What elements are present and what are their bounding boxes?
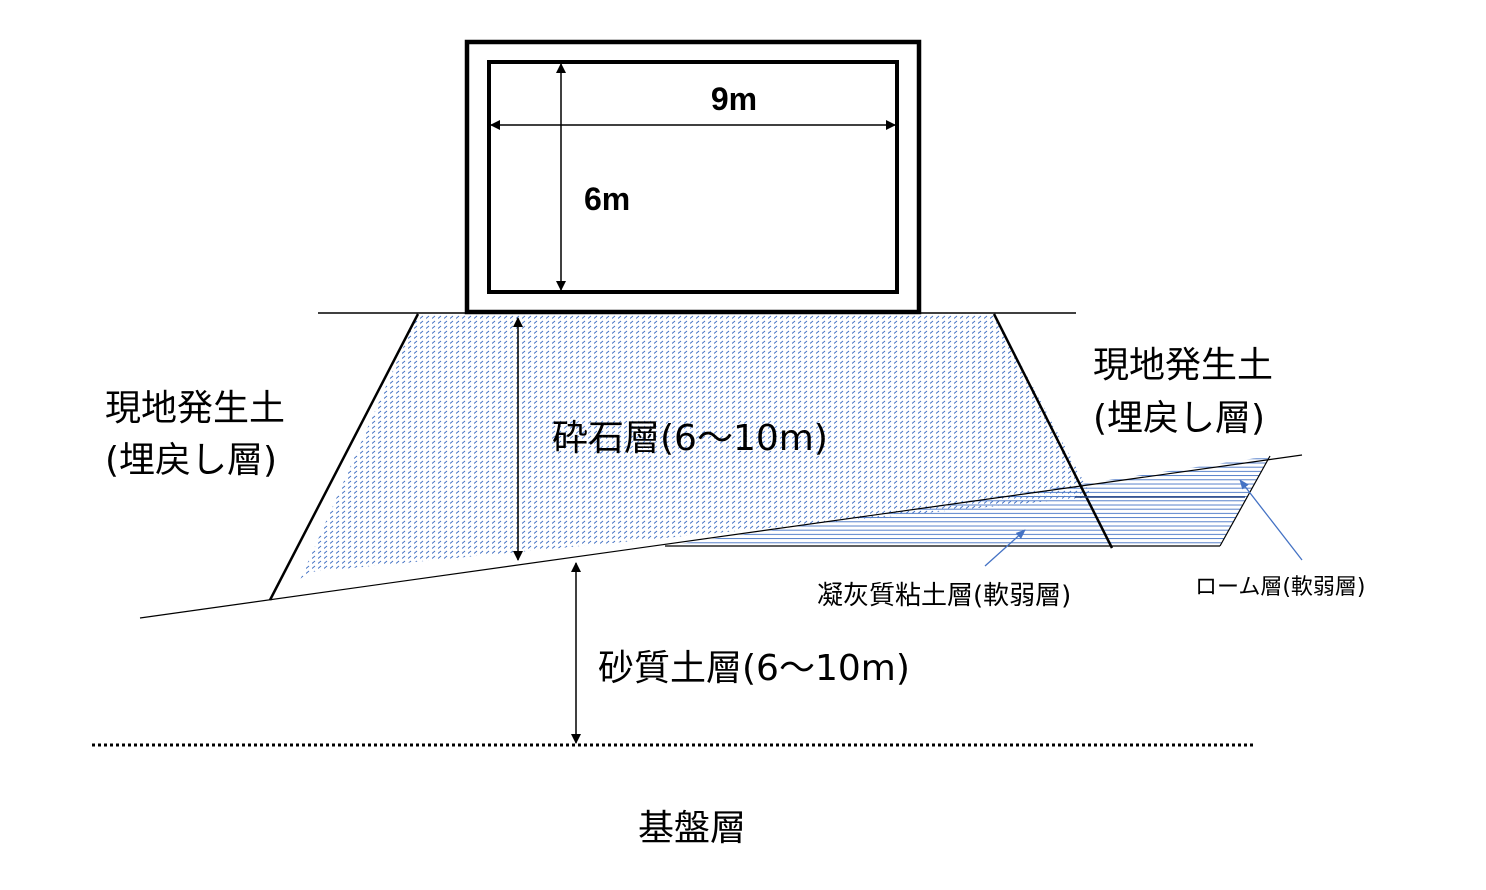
- tuff-clay-layer-label: 凝灰質粘土層(軟弱層): [817, 581, 1071, 611]
- height-dimension-label: 6m: [584, 181, 630, 217]
- trench-left-slope: [268, 313, 420, 601]
- loam-layer-label: ローム層(軟弱層): [1195, 575, 1366, 600]
- sandy-soil-top-boundary: [139, 454, 1303, 619]
- loam-leader-arrow: [1239, 479, 1303, 561]
- fill-right-label-line2: (埋戻し層): [1093, 398, 1265, 439]
- soft-layer-right-edge: [1219, 455, 1271, 547]
- bedrock-layer-label: 基盤層: [638, 808, 746, 849]
- fill-left-label-line1: 現地発生土: [105, 388, 285, 429]
- structure-inner-wall: [487, 60, 899, 294]
- fill-right-label-line1: 現地発生土: [1093, 345, 1273, 386]
- width-dimension-label: 9m: [711, 81, 757, 117]
- fill-left-label-line2: (埋戻し層): [105, 440, 277, 481]
- crushed-stone-layer-label: 砕石層(6～10m): [552, 418, 828, 459]
- trench-right-slope: [992, 313, 1114, 549]
- sandy-soil-layer-label: 砂質土層(6～10m): [598, 648, 910, 689]
- tuff-clay-leader-arrow: [984, 529, 1026, 567]
